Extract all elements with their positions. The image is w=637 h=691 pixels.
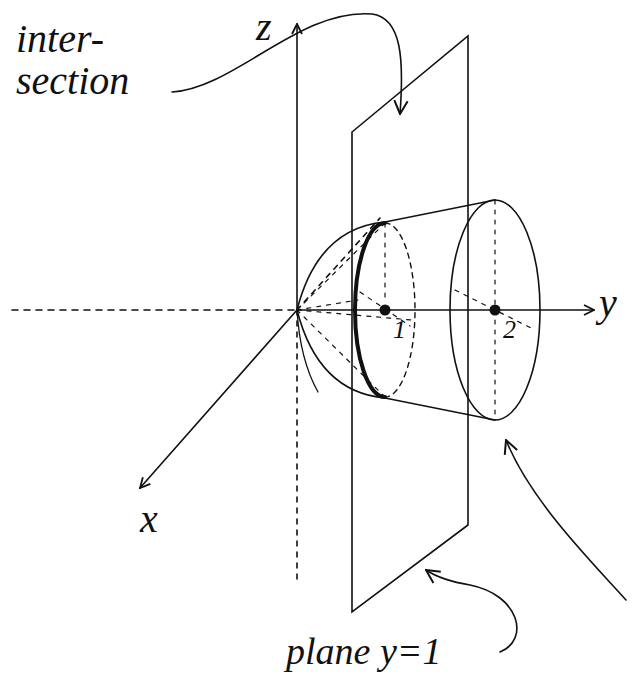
leader-arrow [172, 14, 402, 114]
axis-label: z [256, 6, 306, 48]
x-axis-hidden [297, 218, 380, 310]
cross-section-ellipse [450, 200, 540, 420]
axis-label: y [599, 282, 633, 324]
callout-label: inter- section [16, 18, 166, 102]
callout-number: 2 [503, 316, 533, 343]
hidden-lines [297, 223, 412, 397]
point-dot [380, 305, 391, 316]
hidden-lines [360, 223, 410, 326]
z-axis-hidden [296, 310, 298, 585]
axis-label: x [140, 498, 184, 540]
x-axis [140, 310, 297, 488]
z-axis [296, 24, 298, 310]
paraboloid-outline [297, 200, 495, 310]
hidden-lines [455, 200, 535, 420]
y-axis-back [12, 309, 297, 311]
callout-number: 1 [393, 316, 423, 343]
point-dot [490, 305, 501, 316]
paraboloid-front-edge [297, 310, 318, 392]
callout-label: plane y=1 [286, 632, 501, 672]
y-axis [297, 309, 594, 311]
paraboloid-outline [297, 310, 495, 420]
leader-arrow [506, 440, 626, 600]
